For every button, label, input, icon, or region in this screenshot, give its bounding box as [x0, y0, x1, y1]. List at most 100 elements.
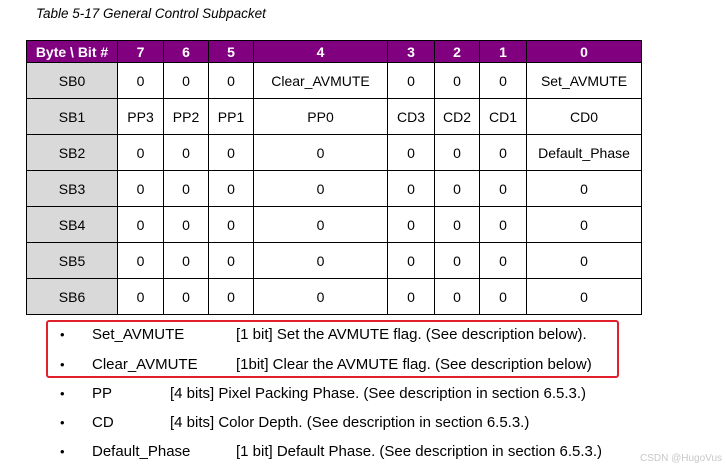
- bullet-marker: •: [60, 444, 65, 459]
- row-label: SB4: [26, 206, 118, 243]
- table-cell: 0: [117, 134, 164, 171]
- table-cell: 0: [434, 206, 480, 243]
- header-cell: 1: [479, 40, 527, 63]
- table-cell: 0: [526, 206, 642, 243]
- table-cell: Clear_AVMUTE: [253, 62, 388, 99]
- table-cell: Default_Phase: [526, 134, 642, 171]
- field-description: [4 bits] Pixel Packing Phase. (See descr…: [170, 385, 587, 402]
- table-cell: PP2: [163, 98, 209, 135]
- header-cell: 7: [117, 40, 164, 63]
- field-description: [1 bit] Set the AVMUTE flag. (See descri…: [236, 326, 587, 343]
- table-cell: 0: [117, 62, 164, 99]
- list-item: • Clear_AVMUTE [1bit] Clear the AVMUTE f…: [0, 354, 700, 376]
- row-label: SB3: [26, 170, 118, 207]
- table-cell: 0: [387, 206, 435, 243]
- table-cell: 0: [479, 278, 527, 315]
- table-cell: 0: [117, 170, 164, 207]
- table-cell: 0: [434, 134, 480, 171]
- table-cell: 0: [163, 170, 209, 207]
- table-cell: 0: [208, 278, 254, 315]
- bullet-marker: •: [60, 357, 65, 372]
- table-cell: 0: [434, 242, 480, 279]
- table-cell: 0: [117, 206, 164, 243]
- control-subpacket-table: Byte \ Bit # 7 6 5 4 3 2 1 0 SB0 0 0 0 C…: [26, 40, 642, 315]
- header-cell: 5: [208, 40, 254, 63]
- header-cell: Byte \ Bit #: [26, 40, 118, 63]
- field-description: [1 bit] Default Phase. (See description …: [236, 443, 603, 460]
- table-cell: PP1: [208, 98, 254, 135]
- table-cell: 0: [208, 134, 254, 171]
- table-cell: 0: [526, 170, 642, 207]
- table-row: SB4 0 0 0 0 0 0 0 0: [26, 206, 642, 243]
- highlight-annotation-box: [46, 320, 619, 378]
- list-item: • PP [4 bits] Pixel Packing Phase. (See …: [0, 383, 700, 405]
- table-row: SB0 0 0 0 Clear_AVMUTE 0 0 0 Set_AVMUTE: [26, 62, 642, 99]
- table-cell: CD3: [387, 98, 435, 135]
- table-cell: Set_AVMUTE: [526, 62, 642, 99]
- table-cell: 0: [479, 134, 527, 171]
- table-cell: 0: [208, 206, 254, 243]
- table-cell: 0: [434, 62, 480, 99]
- table-cell: 0: [387, 62, 435, 99]
- table-cell: 0: [208, 62, 254, 99]
- table-cell: 0: [479, 206, 527, 243]
- row-label: SB5: [26, 242, 118, 279]
- table-cell: 0: [387, 278, 435, 315]
- table-row: SB5 0 0 0 0 0 0 0 0: [26, 242, 642, 279]
- header-cell: 4: [253, 40, 388, 63]
- table-row: SB1 PP3 PP2 PP1 PP0 CD3 CD2 CD1 CD0: [26, 98, 642, 135]
- table-row: SB3 0 0 0 0 0 0 0 0: [26, 170, 642, 207]
- table-cell: 0: [387, 242, 435, 279]
- table-cell: 0: [387, 170, 435, 207]
- table-cell: PP3: [117, 98, 164, 135]
- table-cell: 0: [208, 242, 254, 279]
- table-cell: 0: [253, 278, 388, 315]
- table-row: SB6 0 0 0 0 0 0 0 0: [26, 278, 642, 315]
- bullet-marker: •: [60, 327, 65, 342]
- table-cell: 0: [526, 242, 642, 279]
- table-cell: PP0: [253, 98, 388, 135]
- table-cell: 0: [526, 278, 642, 315]
- header-cell: 3: [387, 40, 435, 63]
- table-header-row: Byte \ Bit # 7 6 5 4 3 2 1 0: [26, 40, 642, 63]
- table-row: SB2 0 0 0 0 0 0 0 Default_Phase: [26, 134, 642, 171]
- table-cell: 0: [253, 242, 388, 279]
- row-label: SB6: [26, 278, 118, 315]
- table-cell: 0: [163, 242, 209, 279]
- table-cell: 0: [253, 170, 388, 207]
- table-cell: 0: [479, 62, 527, 99]
- field-name: CD: [92, 414, 114, 431]
- list-item: • CD [4 bits] Color Depth. (See descript…: [0, 412, 700, 434]
- header-cell: 2: [434, 40, 480, 63]
- header-cell: 6: [163, 40, 209, 63]
- table-cell: 0: [253, 206, 388, 243]
- table-cell: 0: [253, 134, 388, 171]
- table-cell: 0: [163, 134, 209, 171]
- table-cell: CD2: [434, 98, 480, 135]
- header-cell: 0: [526, 40, 642, 63]
- bullet-marker: •: [60, 386, 65, 401]
- row-label: SB0: [26, 62, 118, 99]
- table-caption: Table 5-17 General Control Subpacket: [36, 6, 266, 21]
- table-cell: 0: [479, 242, 527, 279]
- field-name: PP: [92, 385, 113, 402]
- table-cell: 0: [117, 242, 164, 279]
- list-item: • Set_AVMUTE [1 bit] Set the AVMUTE flag…: [0, 324, 700, 346]
- field-name: Default_Phase: [92, 443, 191, 460]
- field-name: Set_AVMUTE: [92, 326, 185, 343]
- list-item: • Default_Phase [1 bit] Default Phase. (…: [0, 441, 700, 463]
- watermark: CSDN @HugoVus: [639, 453, 722, 464]
- table-cell: 0: [208, 170, 254, 207]
- table-cell: 0: [434, 278, 480, 315]
- table-cell: CD1: [479, 98, 527, 135]
- table-cell: 0: [387, 134, 435, 171]
- table-cell: 0: [163, 278, 209, 315]
- row-label: SB2: [26, 134, 118, 171]
- field-name: Clear_AVMUTE: [92, 356, 198, 373]
- table-cell: 0: [434, 170, 480, 207]
- table-cell: 0: [117, 278, 164, 315]
- table-cell: CD0: [526, 98, 642, 135]
- field-description: [1bit] Clear the AVMUTE flag. (See descr…: [236, 356, 592, 373]
- row-label: SB1: [26, 98, 118, 135]
- field-description: [4 bits] Color Depth. (See description i…: [170, 414, 530, 431]
